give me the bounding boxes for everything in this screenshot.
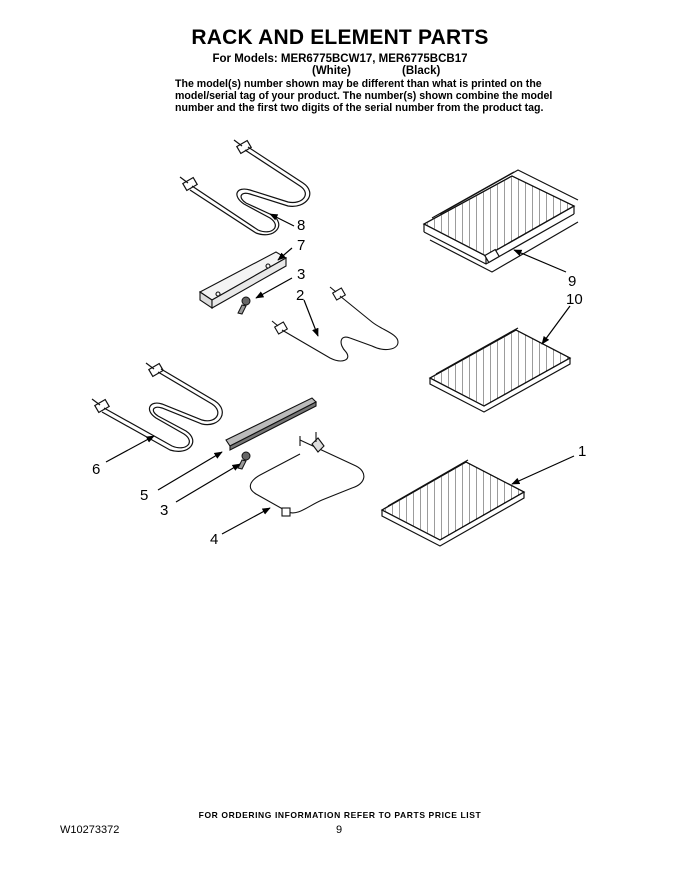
- callout-10: 10: [566, 291, 583, 308]
- model-number-note: The model(s) number shown may be differe…: [175, 78, 553, 114]
- color-black-label: (Black): [402, 65, 441, 77]
- callout-9: 9: [568, 273, 576, 290]
- screw-3-lower: [237, 451, 251, 470]
- callout-3-upper: 3: [297, 266, 305, 283]
- bake-element-6: [91, 362, 223, 452]
- screw-3-upper: [237, 296, 251, 315]
- callout-7: 7: [297, 237, 305, 254]
- note-line: number and the first two digits of the s…: [175, 102, 544, 114]
- note-line: model/serial tag of your product. The nu…: [175, 90, 553, 102]
- element-bracket-7: [198, 251, 288, 310]
- models-line: For Models: MER6775BCW17, MER6775BCB17: [212, 53, 468, 65]
- rack-1: [380, 459, 526, 547]
- rack-9: [422, 169, 579, 273]
- trim-strip-5: [225, 397, 317, 451]
- broil-element-8: [179, 139, 311, 236]
- callout-8: 8: [297, 217, 305, 234]
- callout-6: 6: [92, 461, 100, 478]
- ordering-info: FOR ORDERING INFORMATION REFER TO PARTS …: [198, 810, 482, 820]
- hidden-bake-element-2: [271, 286, 399, 362]
- callout-2: 2: [296, 287, 304, 304]
- convection-element-4: [249, 432, 365, 517]
- callout-4: 4: [210, 531, 218, 548]
- color-white-label: (White): [312, 65, 351, 77]
- callout-1: 1: [578, 443, 586, 460]
- page-number: 9: [336, 824, 343, 836]
- document-number: W10273372: [60, 824, 120, 836]
- note-line: The model(s) number shown may be differe…: [175, 78, 542, 90]
- callout-3-lower: 3: [160, 502, 168, 519]
- page-title: RACK AND ELEMENT PARTS: [191, 26, 489, 49]
- callout-leaders: [105, 213, 575, 535]
- callout-5: 5: [140, 487, 148, 504]
- rack-10: [428, 327, 572, 413]
